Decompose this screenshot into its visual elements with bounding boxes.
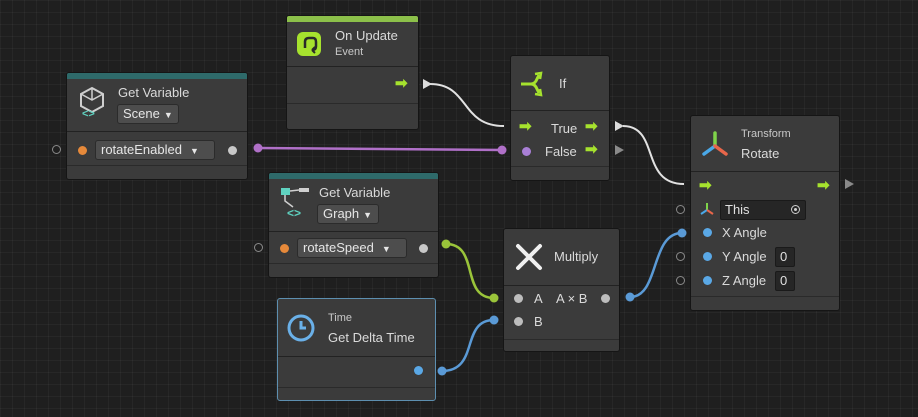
if-true-control-out[interactable] (615, 121, 624, 131)
variable-scope-dropdown[interactable]: Scene▼ (117, 104, 179, 124)
node-category: Transform (741, 128, 791, 140)
wire-float-deltatime-to-b[interactable] (441, 318, 495, 373)
target-input-port[interactable] (676, 205, 685, 214)
get-variable-graph-node[interactable]: <> Get Variable Graph▼ rotateSpeed▼ (268, 172, 439, 278)
value-output-port[interactable] (419, 244, 428, 253)
false-label: False (545, 144, 577, 159)
variable-name-dropdown[interactable]: rotateEnabled▼ (95, 140, 215, 160)
svg-text:<>: <> (82, 108, 95, 118)
if-node[interactable]: If ➡ True ➡ False ➡ (510, 55, 610, 181)
on-update-control-out[interactable] (423, 79, 432, 89)
y-angle-label: Y Angle (722, 249, 767, 264)
a-label: A (534, 291, 543, 306)
event-stripe (287, 16, 418, 22)
rotate-control-out[interactable] (845, 179, 854, 189)
object-stripe (67, 73, 247, 79)
bool-input-port[interactable] (78, 146, 87, 155)
float-input-port[interactable] (280, 244, 289, 253)
node-category: Time (328, 312, 353, 324)
transform-axes-icon (701, 130, 729, 165)
z-angle-external-port[interactable] (676, 276, 685, 285)
chevron-down-icon: ▼ (163, 109, 173, 120)
if-false-control-out[interactable] (615, 145, 624, 155)
svg-text:<>: <> (287, 206, 301, 219)
z-angle-label: Z Angle (722, 273, 767, 288)
wire-control-if-to-rotate[interactable] (622, 125, 685, 185)
b-label: B (534, 314, 543, 329)
control-input-arrow[interactable]: ➡ (519, 118, 532, 135)
target-object-field[interactable]: This (720, 200, 806, 220)
chevron-down-icon: ▼ (189, 145, 199, 156)
true-label: True (551, 121, 578, 136)
multiply-node[interactable]: Multiply A A × B B (503, 228, 620, 352)
loop-icon (294, 29, 324, 64)
chevron-down-icon: ▼ (381, 243, 391, 254)
condition-input-port[interactable] (522, 147, 531, 156)
node-title: If (559, 76, 567, 91)
node-title: Multiply (554, 249, 599, 264)
y-angle-field[interactable]: 0 (775, 247, 795, 267)
on-update-node[interactable]: On Update Event ➡ (286, 15, 419, 130)
node-title: Get Variable (118, 85, 190, 100)
control-input-arrow[interactable]: ➡ (699, 177, 712, 194)
node-title: Rotate (741, 146, 780, 161)
z-angle-field[interactable]: 0 (775, 271, 795, 291)
get-var-graph-input-port[interactable] (254, 243, 263, 252)
unity-cube-icon: <> (77, 86, 107, 123)
get-variable-scene-node[interactable]: <> Get Variable Scene▼ rotateEnabled▼ (66, 72, 248, 180)
multiply-icon (514, 242, 544, 277)
result-output-port[interactable] (601, 294, 610, 303)
control-output-arrow[interactable]: ➡ (817, 177, 830, 194)
wire-control-update-to-if[interactable] (429, 83, 505, 127)
false-output-arrow[interactable]: ➡ (585, 141, 598, 158)
get-delta-time-node[interactable]: Time Get Delta Time (277, 298, 436, 401)
wire-float-multiply-to-xangle[interactable] (629, 231, 683, 299)
value-output-port[interactable] (228, 146, 237, 155)
node-title: On Update (335, 28, 398, 43)
wire-bool-rotateenabled-to-if[interactable] (257, 146, 504, 152)
z-angle-input-port[interactable] (703, 276, 712, 285)
x-angle-input-port[interactable] (703, 228, 712, 237)
b-input-port[interactable] (514, 317, 523, 326)
get-var-scene-input-port[interactable] (52, 145, 61, 154)
transform-axes-icon (700, 202, 714, 221)
node-subtitle: Event (335, 46, 364, 58)
a-input-port[interactable] (514, 294, 523, 303)
object-stripe (269, 173, 438, 179)
node-title: Get Delta Time (328, 330, 415, 345)
chevron-down-icon: ▼ (363, 209, 373, 220)
y-angle-input-port[interactable] (703, 252, 712, 261)
transform-rotate-node[interactable]: Transform Rotate ➡ ➡ This X Angle Y Angl… (690, 115, 840, 311)
control-output-arrow[interactable]: ➡ (395, 75, 408, 92)
wire-float-rotatespeed-to-a[interactable] (445, 242, 495, 300)
result-label: A × B (556, 291, 588, 306)
graph-variable-icon: <> (279, 185, 311, 224)
float-output-port[interactable] (414, 366, 423, 375)
y-angle-external-port[interactable] (676, 252, 685, 261)
true-output-arrow[interactable]: ➡ (585, 118, 598, 135)
branch-icon (519, 71, 549, 102)
node-title: Get Variable (319, 185, 391, 200)
object-picker-icon[interactable] (791, 205, 800, 214)
x-angle-label: X Angle (722, 225, 767, 240)
clock-icon (286, 313, 316, 348)
variable-scope-dropdown[interactable]: Graph▼ (317, 204, 379, 224)
variable-name-dropdown[interactable]: rotateSpeed▼ (297, 238, 407, 258)
